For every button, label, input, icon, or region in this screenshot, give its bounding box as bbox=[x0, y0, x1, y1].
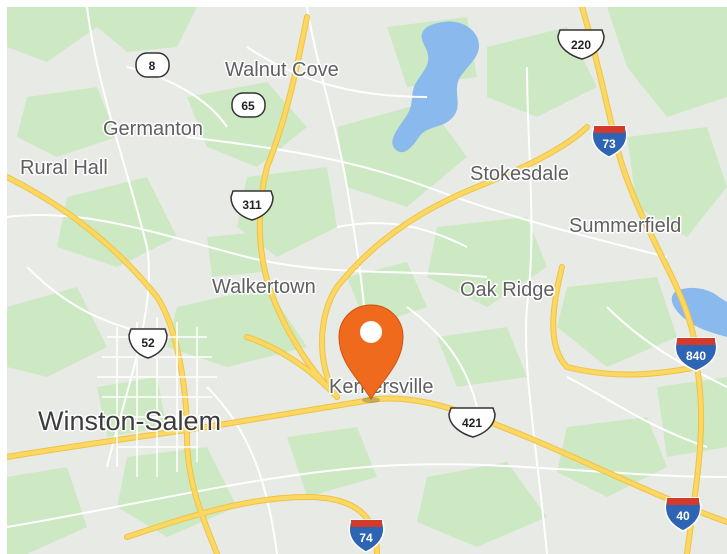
us-311-shield: 311 bbox=[230, 190, 274, 221]
svg-text:65: 65 bbox=[241, 99, 255, 113]
place-label-winston-salem: Winston-Salem bbox=[38, 406, 221, 436]
interstate-40-shield: 40 bbox=[664, 497, 702, 532]
place-label-walkertown: Walkertown bbox=[212, 276, 316, 298]
svg-text:311: 311 bbox=[242, 198, 262, 212]
state-route-8-shield: 8 bbox=[135, 52, 170, 78]
interstate-840-shield: 840 bbox=[674, 337, 718, 372]
svg-text:73: 73 bbox=[602, 137, 616, 151]
place-label-stokesdale: Stokesdale bbox=[470, 163, 569, 185]
place-label-walnut-cove: Walnut Cove bbox=[225, 59, 339, 81]
place-label-oak-ridge: Oak Ridge bbox=[460, 279, 555, 301]
svg-text:840: 840 bbox=[686, 349, 706, 363]
place-label-summerfield: Summerfield bbox=[569, 215, 681, 237]
water-bodies bbox=[392, 21, 727, 337]
map-svg[interactable]: Walnut Cove Germanton Rural Hall Stokesd… bbox=[7, 7, 727, 554]
state-route-65-shield: 65 bbox=[231, 92, 266, 118]
svg-text:220: 220 bbox=[571, 38, 591, 52]
place-label-rural-hall: Rural Hall bbox=[20, 157, 108, 179]
us-52-shield: 52 bbox=[128, 328, 168, 359]
map-canvas[interactable]: Walnut Cove Germanton Rural Hall Stokesd… bbox=[7, 7, 727, 554]
interstate-74-shield: 74 bbox=[348, 519, 385, 553]
place-labels: Walnut Cove Germanton Rural Hall Stokesd… bbox=[19, 58, 683, 438]
svg-text:8: 8 bbox=[149, 59, 156, 73]
route-shields: 8 65 311 52 220 421 73 bbox=[128, 29, 718, 553]
svg-text:74: 74 bbox=[359, 531, 373, 545]
park-areas bbox=[7, 7, 727, 554]
us-220-shield: 220 bbox=[557, 29, 605, 60]
svg-text:40: 40 bbox=[676, 509, 690, 523]
place-label-germanton: Germanton bbox=[103, 118, 203, 140]
us-421-shield: 421 bbox=[448, 407, 496, 438]
interstate-73-shield: 73 bbox=[591, 125, 628, 158]
location-pin-icon[interactable] bbox=[338, 304, 404, 403]
svg-text:52: 52 bbox=[141, 336, 155, 350]
svg-text:421: 421 bbox=[462, 416, 482, 430]
